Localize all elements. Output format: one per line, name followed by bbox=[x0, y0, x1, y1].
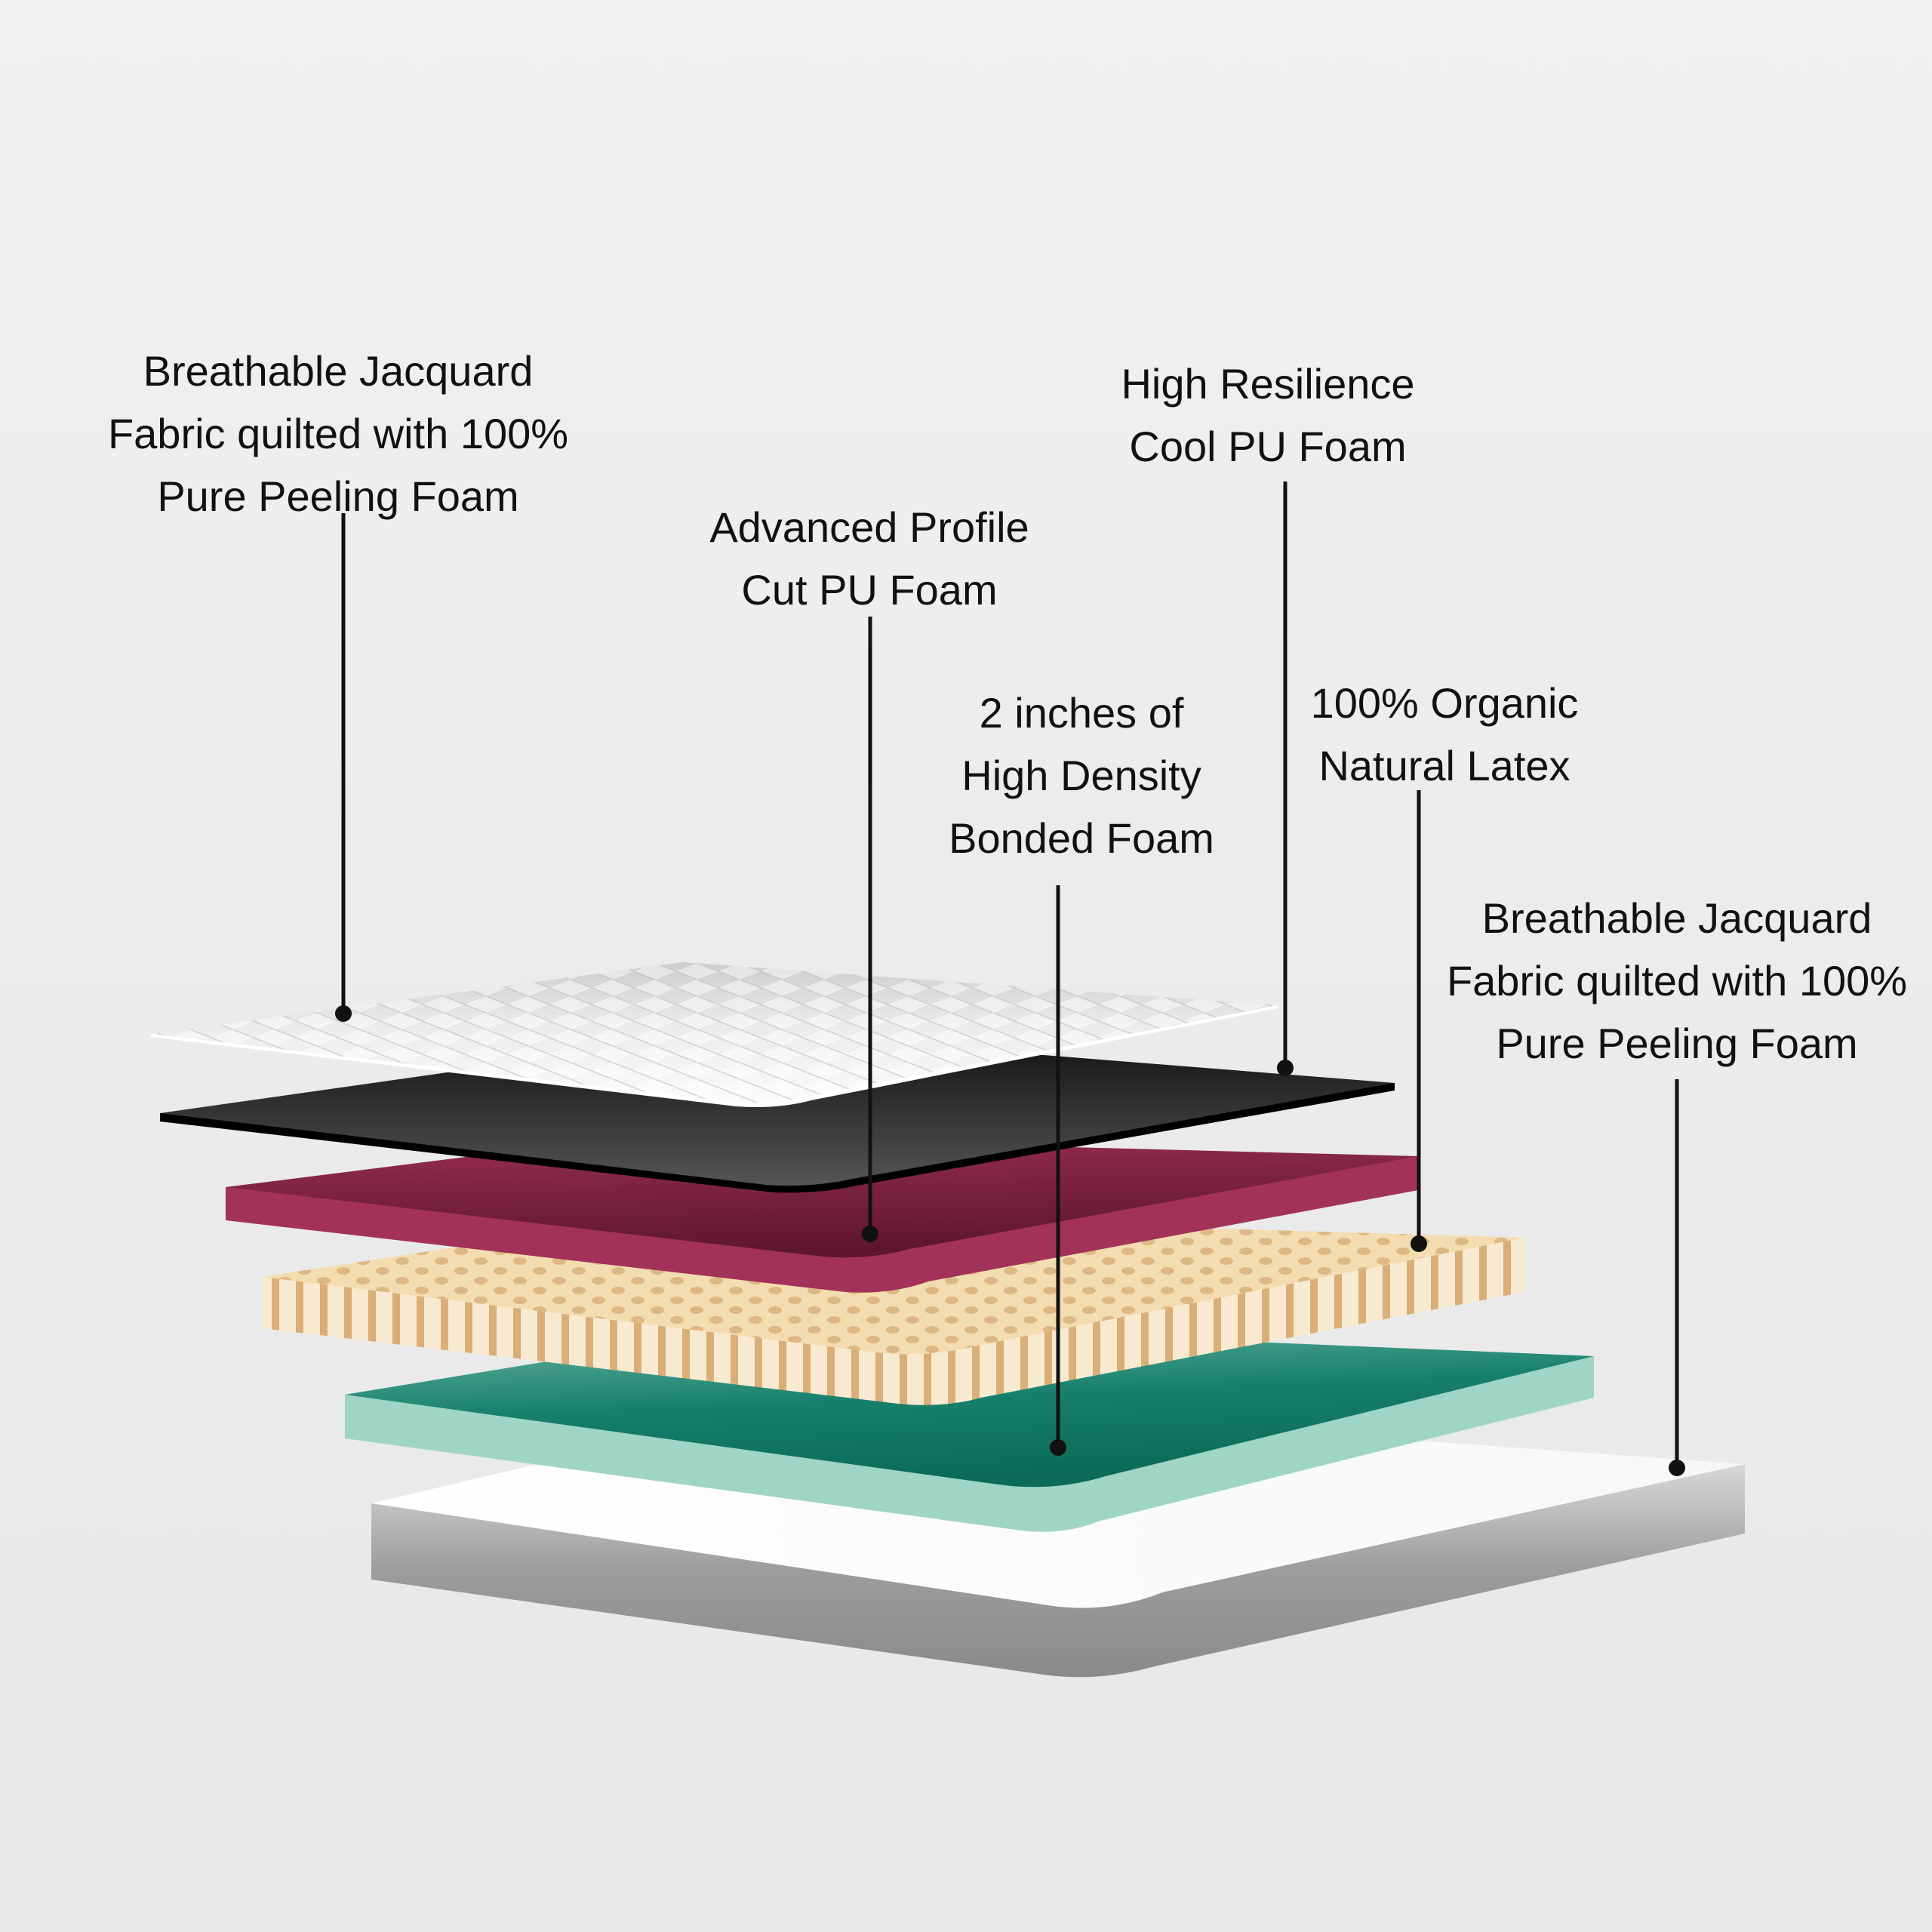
label-top-fabric: Breathable Jacquard Fabric quilted with … bbox=[108, 340, 568, 528]
profile-cut-layer bbox=[226, 1136, 1418, 1293]
label-line: Pure Peeling Foam bbox=[1496, 1020, 1858, 1067]
label-line: High Density bbox=[961, 752, 1201, 799]
label-line: Bonded Foam bbox=[949, 814, 1214, 862]
leader-dot-bonded-foam bbox=[1050, 1439, 1066, 1456]
cool-pu-layer bbox=[160, 1054, 1395, 1193]
label-line: Pure Peeling Foam bbox=[157, 472, 519, 520]
leader-dot-bottom-fabric bbox=[1669, 1460, 1685, 1476]
label-line: Cool PU Foam bbox=[1129, 423, 1407, 470]
label-line: Fabric quilted with 100% bbox=[107, 410, 569, 457]
label-line: Breathable Jacquard bbox=[143, 347, 534, 395]
label-line: 2 inches of bbox=[979, 689, 1184, 737]
label-line: Fabric quilted with 100% bbox=[1446, 957, 1908, 1004]
label-profile-cut-foam: Advanced Profile Cut PU Foam bbox=[709, 496, 1029, 621]
leader-dot-latex bbox=[1411, 1235, 1427, 1252]
label-line: 100% Organic bbox=[1310, 679, 1579, 727]
label-cool-pu-foam: High Resilience Cool PU Foam bbox=[1121, 352, 1414, 478]
label-bottom-fabric: Breathable Jacquard Fabric quilted with … bbox=[1447, 887, 1907, 1075]
label-natural-latex: 100% Organic Natural Latex bbox=[1311, 672, 1579, 797]
label-line: Advanced Profile bbox=[709, 503, 1029, 551]
label-bonded-foam: 2 inches of High Density Bonded Foam bbox=[949, 681, 1214, 869]
label-line: Natural Latex bbox=[1318, 742, 1571, 789]
leader-dot-profile-cut bbox=[862, 1226, 878, 1242]
label-line: High Resilience bbox=[1121, 360, 1415, 408]
top-fabric-layer bbox=[151, 962, 1278, 1107]
label-line: Cut PU Foam bbox=[741, 566, 998, 614]
leader-dot-top-fabric bbox=[335, 1005, 352, 1022]
leader-lines bbox=[335, 481, 1685, 1476]
leader-dot-cool-pu bbox=[1277, 1060, 1294, 1076]
label-line: Breathable Jacquard bbox=[1481, 894, 1872, 942]
